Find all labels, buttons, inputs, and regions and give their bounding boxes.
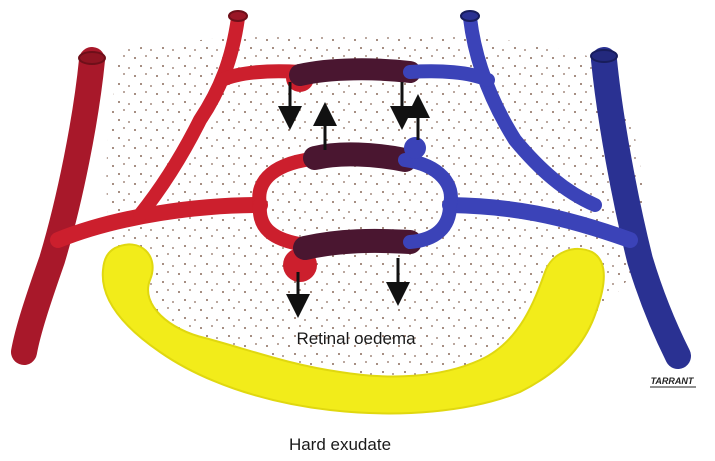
vein-upper-lumen: [461, 11, 479, 21]
label-retinal-oedema: Retinal oedema: [296, 329, 416, 348]
vein-right-lumen: [591, 50, 617, 62]
label-hard-exudate: Hard exudate: [289, 435, 391, 454]
capillary-bottom: [305, 241, 410, 248]
capillary-top: [300, 69, 410, 75]
main-vein-right: [604, 60, 678, 356]
capillary-middle: [315, 154, 405, 160]
microaneurysm-right: [404, 137, 426, 159]
main-artery-left: [24, 60, 92, 352]
artery-left-lumen: [79, 52, 105, 64]
artery-upper-lumen: [229, 11, 247, 21]
artist-signature: TARRANT: [650, 376, 696, 387]
svg-text:TARRANT: TARRANT: [651, 376, 695, 386]
